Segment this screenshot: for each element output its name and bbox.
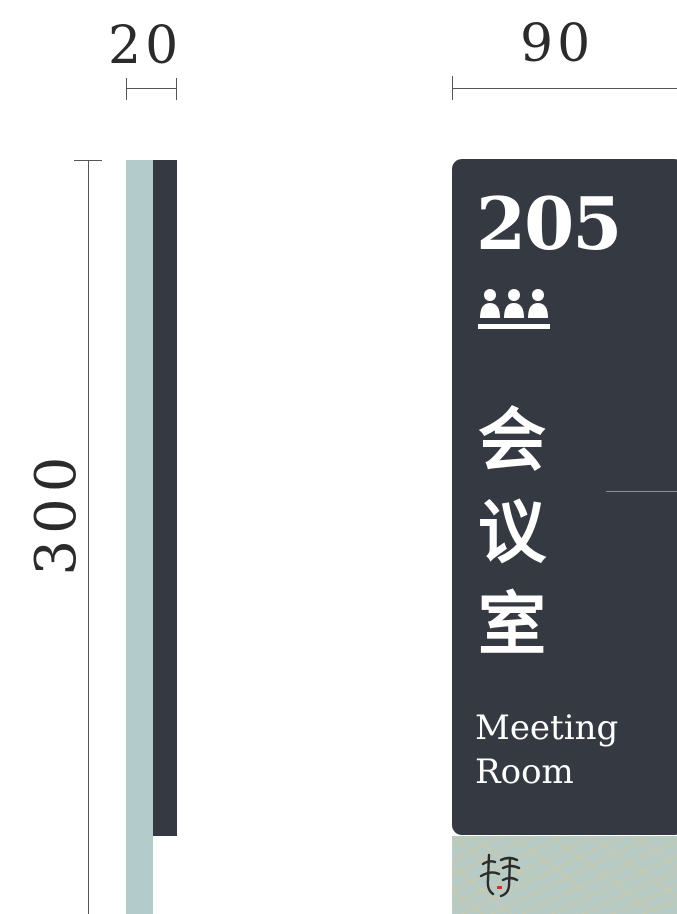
dimension-tick-height-top	[74, 160, 102, 161]
dimension-height-label: 300	[24, 450, 89, 576]
dimension-line-height	[88, 160, 89, 914]
dimension-width-front-label: 90	[520, 14, 595, 74]
dimension-line-front	[452, 88, 677, 89]
decorative-pattern-footer	[452, 836, 677, 914]
side-view-panel	[153, 160, 177, 836]
side-view-accent-strip	[126, 160, 153, 914]
calligraphy-logo	[479, 853, 521, 898]
room-number: 205	[476, 181, 622, 266]
meeting-people-icon	[478, 289, 550, 329]
dimension-tick-front-left	[452, 76, 453, 100]
room-name-english: Meeting Room	[475, 708, 619, 792]
dimension-width-side-label: 20	[108, 16, 183, 76]
sign-front-panel	[452, 159, 677, 835]
dimension-tick-side-right	[176, 78, 177, 100]
dimension-line-side	[126, 88, 177, 89]
panel-divider-line	[606, 491, 677, 492]
room-name-chinese: 会议室	[478, 401, 547, 665]
dimension-tick-side-left	[126, 78, 127, 100]
